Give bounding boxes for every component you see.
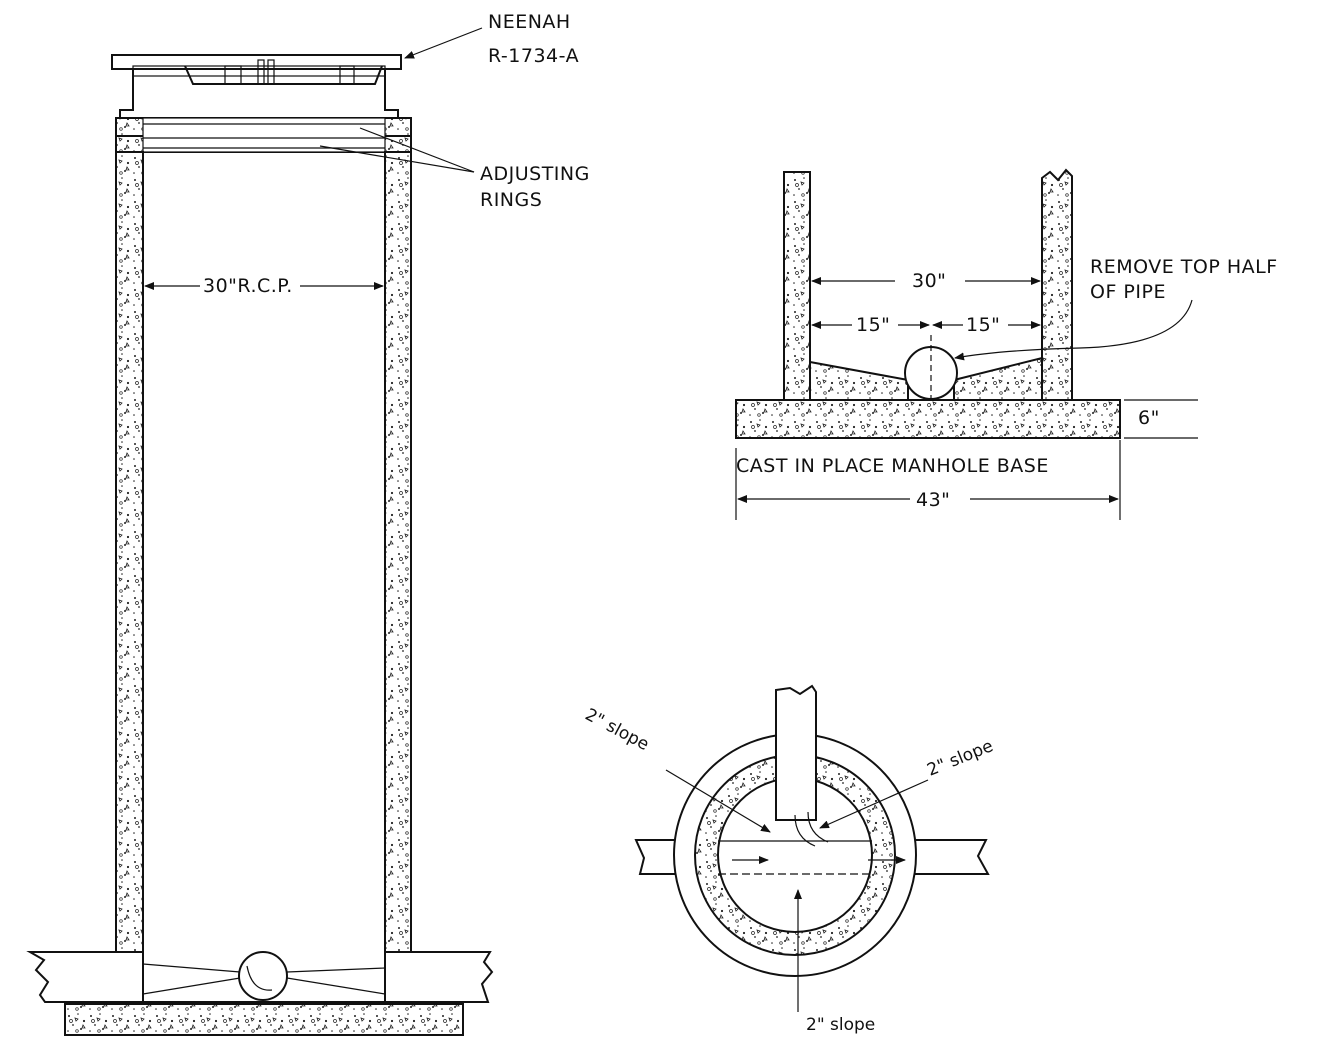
inlet-pipe	[775, 684, 817, 821]
adjusting-rings-callout: ADJUSTING RINGS	[319, 127, 590, 211]
slope-left-label: 2" slope	[582, 705, 653, 755]
remove-pipe-label-2: OF PIPE	[1090, 281, 1166, 303]
neenah-casting	[111, 54, 402, 118]
pipe-size-label: 30"R.C.P.	[203, 275, 293, 297]
base-thickness-label: 6"	[1138, 407, 1160, 429]
pipe-wall-right	[384, 151, 412, 953]
bench-left	[809, 360, 909, 401]
adjusting-rings-label-1: ADJUSTING	[480, 163, 590, 185]
outlet-pipe-circle	[238, 951, 288, 1001]
adjusting-rings-label-2: RINGS	[480, 189, 542, 211]
slope-right-label: 2" slope	[924, 736, 996, 780]
slope-bottom-label: 2" slope	[806, 1015, 875, 1035]
frame-name-label: NEENAH	[488, 11, 571, 33]
manhole-base	[26, 951, 494, 1036]
base-caption-label: CAST IN PLACE MANHOLE BASE	[736, 455, 1049, 477]
adjusting-rings	[115, 117, 412, 153]
base-total-width-label: 43"	[916, 489, 950, 511]
bench-right	[953, 356, 1043, 401]
half-width-right-label: 15"	[966, 314, 1000, 336]
base-wall-left	[783, 171, 811, 401]
manhole-section-view: 30"R.C.P.	[26, 54, 494, 1036]
pipe-diameter-dimension: 30"R.C.P.	[144, 275, 384, 297]
plan-view: 2" slope 2" slope 2" slope	[582, 684, 996, 1035]
neenah-callout: NEENAH R-1734-A	[404, 11, 579, 67]
half-width-left-label: 15"	[856, 314, 890, 336]
base-section-view: 30" 15" 15" REMOVE TOP HALF OF PIPE 6" C…	[735, 168, 1278, 520]
cast-in-place-base	[735, 399, 1121, 439]
base-wall-right	[1041, 168, 1073, 401]
inner-width-label: 30"	[912, 270, 946, 292]
remove-pipe-label-1: REMOVE TOP HALF	[1090, 256, 1278, 278]
pipe-wall-left	[115, 151, 144, 953]
frame-model-label: R-1734-A	[488, 45, 579, 67]
channel-pipe-circle	[904, 346, 958, 400]
